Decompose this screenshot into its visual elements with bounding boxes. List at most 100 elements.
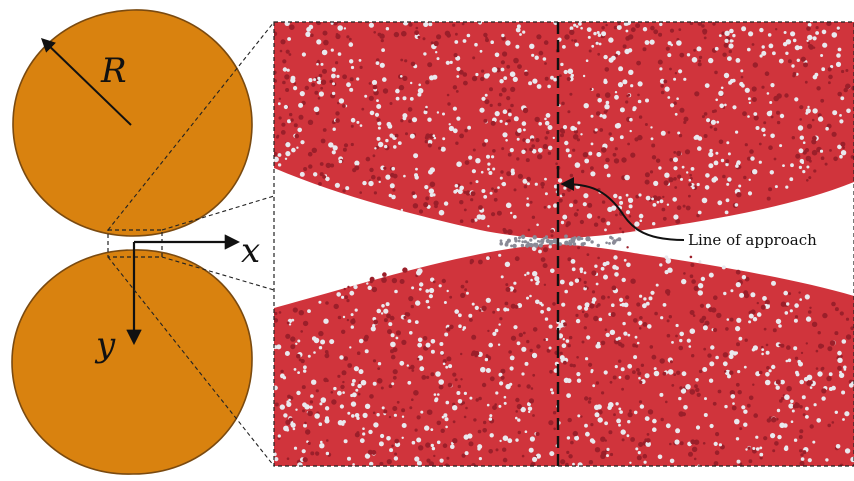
molecule-atom xyxy=(575,313,579,317)
molecule-atom xyxy=(624,174,630,181)
molecule-atom xyxy=(427,62,433,68)
molecule-atom xyxy=(584,396,589,401)
molecule-atom xyxy=(383,166,387,170)
molecule-atom xyxy=(632,370,636,374)
molecule-atom xyxy=(610,312,616,317)
molecule-atom xyxy=(310,394,314,398)
molecule-atom xyxy=(566,76,571,82)
molecule-atom xyxy=(732,105,737,110)
molecule-atom xyxy=(590,370,593,374)
molecule-atom xyxy=(784,445,789,450)
molecule-atom xyxy=(795,370,799,375)
molecule-atom xyxy=(463,415,467,419)
molecule-atom xyxy=(457,399,463,404)
molecule-atom xyxy=(617,22,621,26)
molecule-atom xyxy=(544,317,549,321)
molecule-atom xyxy=(592,384,596,388)
molecule-atom xyxy=(430,443,434,448)
molecule-atom xyxy=(360,379,367,386)
molecule-atom xyxy=(673,214,679,220)
molecule-atom xyxy=(627,420,631,424)
molecule-atom xyxy=(718,139,724,145)
molecule-atom xyxy=(411,398,414,402)
molecule-atom xyxy=(833,156,838,162)
molecule-atom xyxy=(807,34,813,41)
molecule-atom xyxy=(280,130,286,135)
molecule-atom xyxy=(806,26,811,31)
molecule-atom xyxy=(525,138,531,144)
molecule-atom xyxy=(637,134,643,141)
molecule-atom xyxy=(805,108,811,114)
molecule-atom xyxy=(530,138,535,142)
molecule-atom xyxy=(604,439,607,442)
molecule-atom xyxy=(452,438,458,444)
molecule-atom xyxy=(390,341,396,348)
molecule-atom xyxy=(433,454,436,458)
molecule-atom xyxy=(510,303,516,309)
molecule-atom xyxy=(303,423,307,428)
molecule-atom xyxy=(594,412,600,418)
molecule-atom xyxy=(498,92,503,97)
molecule-atom xyxy=(828,372,833,377)
molecule-atom xyxy=(586,253,590,256)
molecule-atom xyxy=(325,176,330,182)
molecule-atom xyxy=(296,390,301,396)
molecule-atom xyxy=(274,345,278,350)
molecule-atom xyxy=(574,278,580,283)
molecule-atom xyxy=(423,110,428,115)
neck-atom xyxy=(590,240,594,244)
molecule-atom xyxy=(804,148,810,153)
molecule-atom xyxy=(834,307,839,312)
molecule-atom xyxy=(768,369,772,373)
molecule-atom xyxy=(602,114,607,119)
molecule-atom xyxy=(772,449,776,453)
molecule-atom xyxy=(756,301,759,305)
molecule-atom xyxy=(604,328,608,332)
molecule-atom xyxy=(332,145,336,149)
molecule-atom xyxy=(518,332,523,338)
molecule-atom xyxy=(350,142,354,147)
molecule-atom xyxy=(455,90,459,93)
molecule-atom xyxy=(706,118,711,123)
molecule-atom xyxy=(770,133,775,139)
molecule-atom xyxy=(795,72,799,76)
molecule-atom xyxy=(773,157,777,161)
molecule-atom xyxy=(318,422,323,427)
molecule-atom xyxy=(601,147,607,153)
molecule-atom xyxy=(321,49,328,56)
molecule-atom xyxy=(293,123,298,128)
molecule-atom xyxy=(396,400,400,404)
molecule-atom xyxy=(577,305,582,310)
molecule-atom xyxy=(446,93,450,97)
molecule-atom xyxy=(569,203,574,208)
molecule-atom xyxy=(595,282,599,286)
molecule-atom xyxy=(478,457,482,461)
molecule-atom xyxy=(377,32,382,37)
molecule-atom xyxy=(647,324,652,329)
molecule-atom xyxy=(724,404,728,409)
molecule-atom xyxy=(407,107,413,112)
molecule-atom xyxy=(740,69,744,73)
molecule-atom xyxy=(655,283,659,287)
molecule-atom xyxy=(542,143,548,150)
molecule-atom xyxy=(425,105,428,109)
molecule-atom xyxy=(571,267,576,272)
molecule-atom xyxy=(497,102,502,107)
molecule-atom xyxy=(297,339,301,343)
molecule-atom xyxy=(661,207,666,212)
molecule-atom xyxy=(628,204,633,209)
molecule-atom xyxy=(614,365,618,369)
molecule-atom xyxy=(688,194,691,198)
molecule-atom xyxy=(793,438,798,442)
molecule-atom xyxy=(535,281,539,286)
molecule-atom xyxy=(359,191,363,194)
molecule-atom xyxy=(452,106,457,111)
molecule-atom xyxy=(785,359,789,363)
molecule-atom xyxy=(605,109,609,112)
molecule-atom xyxy=(653,370,660,377)
molecule-atom xyxy=(666,203,670,206)
molecule-atom xyxy=(736,342,740,347)
molecule-atom xyxy=(588,460,594,465)
molecule-atom xyxy=(798,165,803,169)
molecule-atom xyxy=(791,409,795,413)
